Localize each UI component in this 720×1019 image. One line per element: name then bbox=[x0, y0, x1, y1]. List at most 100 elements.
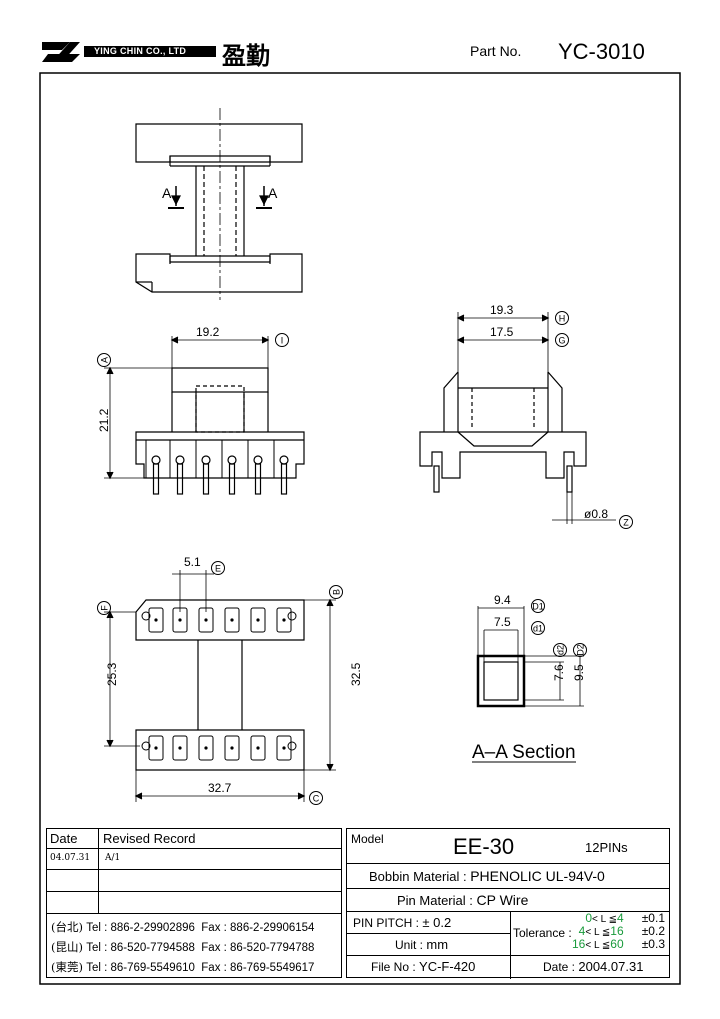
unit: Unit : mm bbox=[395, 937, 448, 952]
contact-row: (昆山) Tel : 86-520-7794588 Fax : 86-520-7… bbox=[51, 939, 314, 955]
front-pins bbox=[145, 440, 289, 495]
reference-circle: Z bbox=[619, 515, 633, 529]
pin bbox=[280, 463, 288, 495]
contact-location: (台北) bbox=[51, 920, 83, 934]
reference-circle: C bbox=[309, 791, 323, 805]
tolerance-value: ±0.1 bbox=[641, 911, 665, 925]
reference-circle: d2 bbox=[553, 643, 567, 657]
pin-point bbox=[178, 746, 182, 750]
dim-19-3: 19.3 bbox=[490, 303, 514, 317]
contact-fax: Fax : 86-769-5549617 bbox=[201, 962, 315, 974]
pin-material: Pin Material : CP Wire bbox=[397, 892, 528, 908]
bobbin-material-value: PHENOLIC UL-94V-0 bbox=[470, 868, 605, 884]
reference-circle: H bbox=[555, 311, 569, 325]
dim-25-3: 25.3 bbox=[105, 662, 119, 686]
svg-text:F: F bbox=[100, 605, 110, 611]
contact-fax: Fax : 86-520-7794788 bbox=[201, 942, 315, 954]
model-label: Model bbox=[351, 832, 384, 846]
pin bbox=[176, 463, 184, 495]
svg-text:B: B bbox=[332, 589, 342, 595]
contact-location: (昆山) bbox=[51, 940, 83, 954]
reference-circle: F bbox=[97, 601, 111, 615]
svg-text:d2: d2 bbox=[556, 645, 566, 655]
date-value: 2004.07.31 bbox=[578, 959, 644, 974]
side-view bbox=[419, 312, 616, 524]
drawing-frame bbox=[39, 72, 681, 985]
pin-pitch-value: ± 0.2 bbox=[422, 915, 452, 930]
part-no-value: YC-3010 bbox=[558, 39, 645, 64]
date-label: Date : bbox=[543, 960, 576, 974]
revision-record-header: Revised Record bbox=[103, 831, 196, 846]
plan-pins bbox=[141, 607, 297, 761]
mount-hole bbox=[141, 741, 151, 751]
tolerance-upper: 16 bbox=[610, 924, 624, 938]
reference-circle: D2 bbox=[573, 643, 587, 657]
revision-row-date: 04.07.31 bbox=[50, 853, 91, 863]
svg-text:d1: d1 bbox=[533, 624, 543, 634]
file-no-value: YC-F-420 bbox=[419, 959, 476, 974]
mount-hole bbox=[141, 611, 151, 621]
svg-text:G: G bbox=[558, 336, 565, 346]
tolerance-row: 4< L ≦16 ±0.2 bbox=[579, 925, 665, 939]
reference-circle: d1 bbox=[531, 621, 545, 635]
svg-text:H: H bbox=[559, 314, 566, 324]
svg-text:C: C bbox=[313, 794, 320, 804]
pin-pitch-label: PIN PITCH : bbox=[353, 916, 420, 930]
contact-row: (東莞) Tel : 86-769-5549610 Fax : 86-769-5… bbox=[51, 959, 314, 975]
pin-point bbox=[204, 746, 208, 750]
pin-pad bbox=[198, 607, 214, 633]
pin-hole bbox=[279, 455, 289, 465]
company-logo: YING CHIN CO., LTD bbox=[40, 36, 220, 66]
pin-point bbox=[154, 746, 158, 750]
tolerance-upper: 4 bbox=[616, 911, 624, 925]
reference-circle: B bbox=[329, 585, 343, 599]
pin-pad bbox=[276, 735, 292, 761]
reference-circle: G bbox=[555, 333, 569, 347]
front-view bbox=[104, 336, 305, 480]
pin-point bbox=[282, 746, 286, 750]
pin-pad bbox=[172, 735, 188, 761]
revision-row-record: A/1 bbox=[105, 853, 121, 863]
file-no-label: File No : bbox=[371, 960, 416, 974]
section-title: A–A Section bbox=[472, 742, 576, 763]
tolerance-value: ±0.2 bbox=[641, 924, 665, 938]
contact-fax: Fax : 886-2-29906154 bbox=[201, 922, 315, 934]
tolerance-value: ±0.3 bbox=[641, 937, 665, 951]
contact-row: (台北) Tel : 886-2-29902896 Fax : 886-2-29… bbox=[51, 919, 314, 935]
dim-17-5: 17.5 bbox=[490, 325, 514, 339]
reference-circle: I bbox=[275, 333, 289, 347]
dim-phi-0-8: ø0.8 bbox=[584, 507, 608, 521]
dim-7-6: 7.6 bbox=[552, 664, 566, 681]
pin-point bbox=[282, 618, 286, 622]
pin-point bbox=[230, 746, 234, 750]
reference-circle: E bbox=[211, 561, 225, 575]
tolerance-row: 0< L ≦4 ±0.1 bbox=[585, 912, 665, 926]
company-name: YING CHIN CO., LTD bbox=[94, 46, 187, 56]
pin-point bbox=[154, 618, 158, 622]
dim-9-4: 9.4 bbox=[494, 593, 511, 607]
svg-text:D1: D1 bbox=[532, 602, 544, 612]
tolerance-lower: 4 bbox=[578, 924, 586, 938]
pin-material-label: Pin Material : bbox=[397, 893, 473, 908]
revision-date-header: Date bbox=[50, 831, 78, 846]
file-no: File No : YC-F-420 bbox=[371, 959, 475, 974]
pin-material-value: CP Wire bbox=[476, 892, 529, 908]
contact-tel: Tel : 86-769-5549610 bbox=[86, 962, 195, 974]
pin bbox=[202, 463, 210, 495]
pin-hole bbox=[253, 455, 263, 465]
tolerance-lower: 0 bbox=[585, 911, 592, 925]
pin-point bbox=[256, 618, 260, 622]
dim-32-7: 32.7 bbox=[208, 781, 232, 795]
pin-pad bbox=[148, 607, 164, 633]
dim-21-2: 21.2 bbox=[97, 408, 111, 432]
pin-pad bbox=[250, 735, 266, 761]
plan-view bbox=[104, 570, 336, 802]
pin bbox=[228, 463, 236, 495]
pin bbox=[254, 463, 262, 495]
pin-hole bbox=[151, 455, 161, 465]
pin-hole bbox=[201, 455, 211, 465]
bobbin-material-label: Bobbin Material : bbox=[369, 869, 467, 884]
model-value: EE-30 bbox=[453, 834, 515, 859]
